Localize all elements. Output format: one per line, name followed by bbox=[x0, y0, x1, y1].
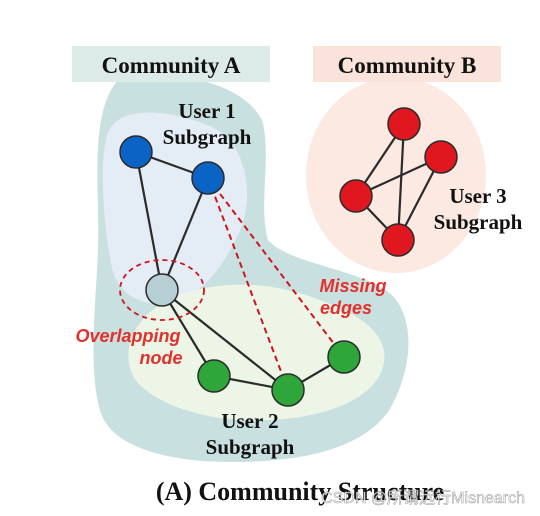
user2-subgraph-region bbox=[128, 284, 385, 421]
user1-label-line1: User 1 bbox=[178, 99, 235, 123]
community-b-label: Community B bbox=[338, 53, 477, 78]
overlapping-node-label-line2: node bbox=[140, 348, 183, 368]
community-b-region bbox=[306, 77, 486, 273]
user1-node bbox=[191, 161, 225, 195]
missing-edge bbox=[207, 177, 289, 391]
community-a-label: Community A bbox=[102, 53, 241, 78]
edge bbox=[160, 177, 210, 291]
user3-node bbox=[339, 179, 373, 213]
missing-edge bbox=[207, 177, 345, 358]
missing-edges-label-line2: edges bbox=[320, 298, 372, 318]
overlap-highlight-circle bbox=[119, 259, 205, 321]
user2-node bbox=[327, 340, 361, 374]
user2-node bbox=[271, 373, 305, 407]
user3-label-line2: Subgraph bbox=[434, 210, 523, 234]
user3-node bbox=[424, 140, 458, 174]
edge bbox=[396, 123, 406, 241]
community-a-label-box bbox=[72, 46, 270, 82]
missing-edges bbox=[207, 177, 345, 391]
watermark: CSDN @所谓远行Misnearch bbox=[321, 489, 525, 507]
missing-edges-label-line1: Missing bbox=[319, 276, 386, 296]
user3-node bbox=[381, 223, 415, 257]
user2-label-line1: User 2 bbox=[221, 409, 278, 433]
community-b-label-box bbox=[313, 46, 501, 82]
user3-label-line1: User 3 bbox=[449, 184, 506, 208]
overlapping-node-label-line1: Overlapping bbox=[75, 326, 180, 346]
edge bbox=[161, 289, 289, 391]
edge bbox=[134, 151, 164, 291]
user2-label-line2: Subgraph bbox=[206, 435, 295, 459]
figure-caption: (A) Community Structure bbox=[156, 477, 444, 506]
user3-node bbox=[387, 107, 421, 141]
user2-node bbox=[197, 359, 231, 393]
user1-label-line2: Subgraph bbox=[163, 125, 252, 149]
overlapping-node bbox=[145, 273, 179, 307]
user1-node bbox=[119, 135, 153, 169]
